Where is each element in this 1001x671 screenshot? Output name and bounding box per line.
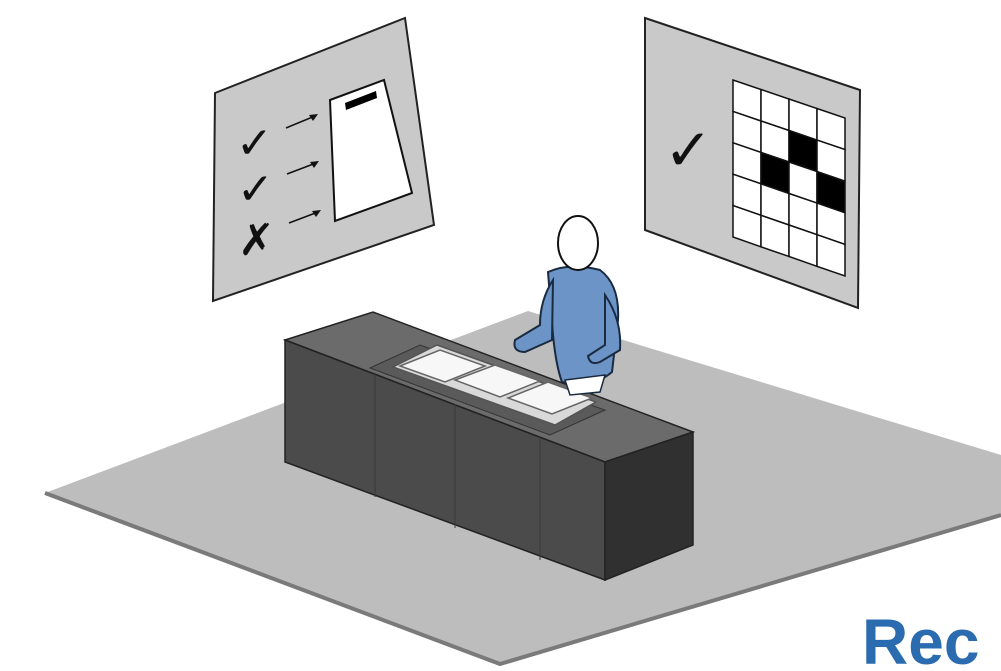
check-icon: ✓ bbox=[236, 118, 273, 169]
grid-panel: ✓ bbox=[645, 18, 860, 308]
caption-text: Rec bbox=[862, 606, 979, 671]
check-icon: ✓ bbox=[664, 116, 713, 184]
checklist-panel: ✓ ✓ ✗ bbox=[213, 18, 434, 301]
cross-icon: ✗ bbox=[238, 215, 275, 266]
check-icon: ✓ bbox=[237, 164, 274, 215]
